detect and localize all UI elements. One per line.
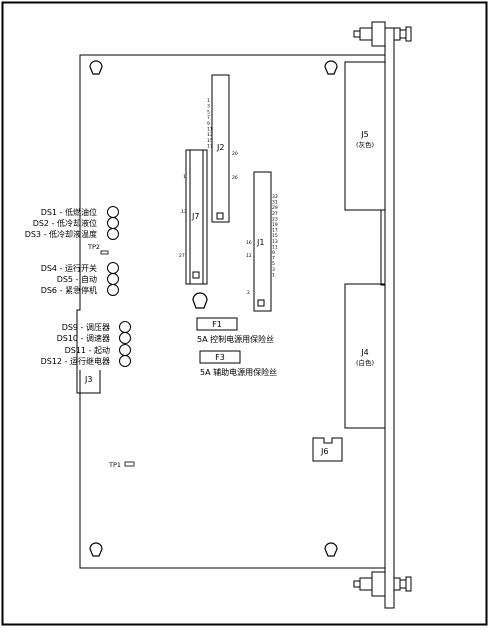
j3-label: J3 <box>84 375 92 384</box>
led-ds5 <box>107 273 119 285</box>
ds11-label: DS11 - 起动 <box>65 345 110 355</box>
led-ds1 <box>107 206 119 218</box>
j1-pin-1: 1 <box>272 272 275 278</box>
j1-pin-5: 5 <box>272 261 275 267</box>
j2-pin-20: 20 <box>232 151 238 157</box>
connector-j4: J4 (白色) <box>344 283 386 429</box>
j2-pin-17: 17 <box>207 144 213 150</box>
test-point-tp2: TP2 <box>87 243 109 255</box>
f3-label: F3 <box>215 353 225 362</box>
led-ds11 <box>119 344 131 356</box>
f1-label: F1 <box>212 320 222 329</box>
tp1-label: TP1 <box>108 461 121 469</box>
j6-label: J6 <box>320 447 328 456</box>
led-ds2 <box>107 217 119 229</box>
connector-j7: J7 1 13 27 <box>179 149 208 285</box>
j4-label: J4 <box>360 348 368 357</box>
j1-pin-15: 15 <box>272 233 278 239</box>
j7-pin-13: 13 <box>181 209 187 215</box>
j2-pin-9: 9 <box>207 121 210 127</box>
connector-j5: J5 (灰色) <box>344 61 386 211</box>
connector-j6: J6 <box>312 437 343 462</box>
ds2-label: DS2 - 低冷却液位 <box>33 218 97 228</box>
j2-pin-15: 15 <box>207 138 213 144</box>
test-point-tp1: TP1 <box>108 461 135 469</box>
ds1-label: DS1 - 低燃油位 <box>41 207 97 217</box>
j1-pin-9: 9 <box>272 250 275 256</box>
j1-pin-33: 33 <box>272 194 278 200</box>
tp2-label: TP2 <box>87 243 100 251</box>
j1-pin-2: 2 <box>247 290 250 296</box>
j1-pin-29: 29 <box>272 205 278 211</box>
j2-pin-7: 7 <box>207 115 210 121</box>
j5-sublabel: (灰色) <box>356 140 374 149</box>
led-ds10 <box>119 332 131 344</box>
led-ds3 <box>107 228 119 240</box>
j7-pin-1: 1 <box>183 174 186 180</box>
j1-pin-16: 16 <box>246 240 252 246</box>
j1-pin-3: 3 <box>272 267 275 273</box>
j2-pin-1: 1 <box>207 98 210 104</box>
j1-pin-23: 23 <box>272 216 278 222</box>
j1-pin-13: 13 <box>272 239 278 245</box>
j1-pin-12: 12 <box>246 253 252 259</box>
led-indicators <box>107 206 131 367</box>
f1-description: 5A 控制电源用保险丝 <box>197 334 274 344</box>
ds4-label: DS4 - 运行开关 <box>41 263 97 273</box>
ds9-label: DS9 - 调压器 <box>62 323 110 332</box>
fuse-f1: F1 5A 控制电源用保险丝 <box>196 317 274 344</box>
ds3-label: DS3 - 低冷却液温度 <box>25 229 97 239</box>
led-ds9 <box>119 321 131 333</box>
ds12-label: DS12 - 运行继电器 <box>41 356 110 366</box>
j1-pin-7: 7 <box>272 256 275 262</box>
j7-pin-27: 27 <box>179 253 185 259</box>
j2-pin-3: 3 <box>207 104 210 110</box>
top-screw <box>353 21 412 47</box>
j1-pin-19: 19 <box>272 222 278 228</box>
j2-pin-11: 11 <box>207 127 213 133</box>
ds10-label: DS10 - 调速器 <box>57 334 110 343</box>
j2-label: J2 <box>216 143 224 152</box>
j2-pin-5: 5 <box>207 109 210 115</box>
j1-label: J1 <box>256 238 264 247</box>
j1-pin-17: 17 <box>272 228 278 234</box>
j7-label: J7 <box>191 212 199 221</box>
j1-pin-27: 27 <box>272 211 278 217</box>
f3-description: 5A 辅助电源用保险丝 <box>200 367 277 377</box>
front-panel <box>384 27 395 609</box>
ds5-label: DS5 - 自动 <box>57 274 97 284</box>
led-ds4 <box>107 262 119 274</box>
bottom-screw <box>353 571 412 597</box>
board-outline <box>76 54 386 569</box>
fuse-f3: F3 5A 辅助电源用保险丝 <box>199 350 277 377</box>
j2-pin-26: 26 <box>232 175 238 181</box>
mounting-holes <box>89 60 338 557</box>
led-ds6 <box>107 284 119 296</box>
j4-sublabel: (白色) <box>356 358 374 367</box>
led-labels: DS1 - 低燃油位 DS2 - 低冷却液位 DS3 - 低冷却液温度 DS4 … <box>25 207 110 366</box>
led-ds12 <box>119 355 131 367</box>
j1-pin-11: 11 <box>272 244 278 250</box>
j1-pin-31: 31 <box>272 200 278 206</box>
j5-label: J5 <box>360 130 368 139</box>
j2-pin-13: 13 <box>207 132 213 138</box>
connector-j3: J3 <box>79 370 101 394</box>
ds6-label: DS6 - 紧急停机 <box>41 285 97 295</box>
